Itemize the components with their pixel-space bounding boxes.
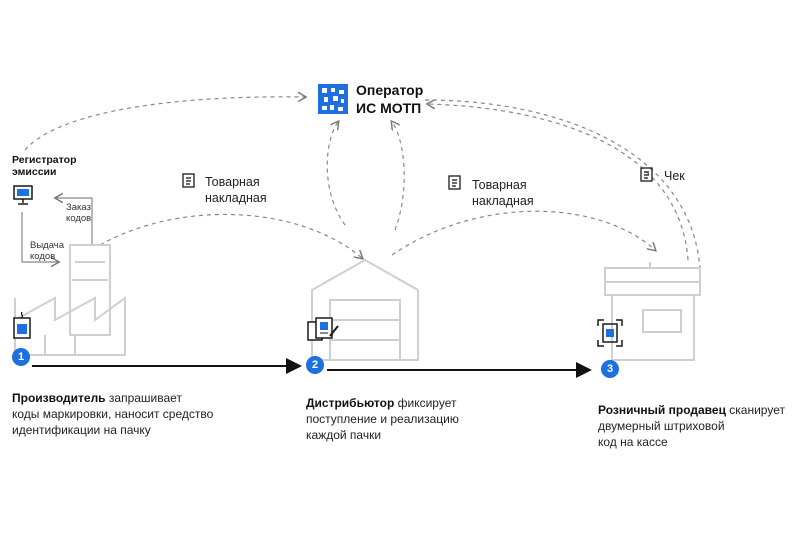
- invoice-2-label-line2: накладная: [472, 194, 534, 208]
- step-1-text-3: идентификации на пачку: [12, 423, 151, 437]
- scan-frame-icon: [597, 319, 623, 347]
- operator-title-line1: Оператор: [356, 82, 424, 98]
- dashed-connections: [24, 97, 701, 269]
- operator-qr-logo: [318, 84, 348, 114]
- receipt-icon: [640, 167, 653, 182]
- step-1-description: Производитель запрашивает коды маркировк…: [12, 390, 213, 438]
- arc-producer-to-operator: [24, 97, 305, 151]
- step-2-badge: 2: [306, 356, 324, 374]
- arc-warehouse-to-operator-2: [392, 122, 405, 231]
- timeline-arrows: [32, 358, 592, 378]
- step-1-badge: 1: [12, 348, 30, 366]
- factory-building: [14, 244, 126, 356]
- step-3-text-3: код на кассе: [598, 435, 668, 449]
- arc-retail-to-operator: [428, 104, 689, 261]
- invoice-1-label-line1: Товарная: [205, 175, 260, 189]
- order-codes-label-line2: кодов: [66, 213, 92, 224]
- arc-factory-to-warehouse: [99, 213, 362, 258]
- registrar-label-line2: эмиссии: [12, 166, 57, 178]
- step-2-description: Дистрибьютор фиксирует поступление и реа…: [306, 395, 459, 443]
- invoice-icon-1: [182, 173, 195, 188]
- arc-warehouse-to-operator: [326, 122, 346, 226]
- step-3-text-2: двумерный штриховой: [598, 419, 725, 433]
- step-2-text-1: фиксирует: [394, 396, 457, 410]
- operator-title-line2: ИС МОТП: [356, 100, 422, 116]
- registrar-label-line1: Регистратор: [12, 154, 77, 166]
- step-3-badge: 3: [601, 360, 619, 378]
- monitor-icon: [13, 185, 33, 205]
- receipt-label: Чек: [664, 169, 685, 183]
- step-1-actor: Производитель: [12, 391, 106, 405]
- documents-pen-icon: [307, 317, 339, 341]
- retail-store: [604, 262, 701, 361]
- registrar-arrows: [21, 198, 93, 262]
- step-1-text-1: запрашивает: [105, 391, 182, 405]
- step-3-actor: Розничный продавец: [598, 403, 726, 417]
- issue-codes-label-line1: Выдача: [30, 240, 65, 251]
- order-codes-label-line1: Заказ: [66, 202, 91, 213]
- cigarette-pack-icon: [13, 311, 31, 339]
- invoice-2-label-line1: Товарная: [472, 178, 527, 192]
- step-2-text-2: поступление и реализацию: [306, 412, 459, 426]
- step-2-actor: Дистрибьютор: [306, 396, 395, 410]
- invoice-1-label-line2: накладная: [205, 191, 267, 205]
- arc-warehouse-to-retail: [391, 210, 655, 256]
- warehouse-building: [311, 258, 419, 361]
- issue-codes-label-line2: кодов: [30, 251, 56, 262]
- invoice-icon-2: [448, 175, 461, 190]
- step-1-text-2: коды маркировки, наносит средство: [12, 407, 214, 421]
- step-3-description: Розничный продавец сканирует двумерный ш…: [598, 402, 785, 450]
- step-2-text-3: каждой пачки: [306, 428, 382, 442]
- step-3-text-1: сканирует: [725, 403, 785, 417]
